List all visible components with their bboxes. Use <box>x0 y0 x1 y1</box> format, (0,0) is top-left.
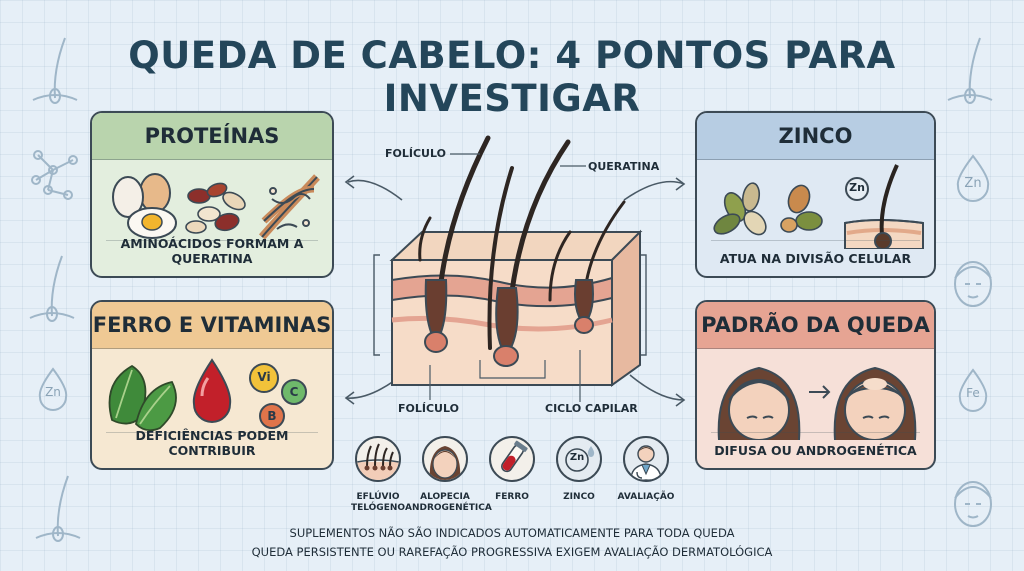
iron-drop-icon: Fe <box>950 366 996 412</box>
hair-follicle-icon <box>35 475 81 542</box>
beans-icon <box>185 182 246 234</box>
hair-follicle-icon <box>32 37 78 104</box>
icon-label: AVALIAÇÃO <box>617 492 675 502</box>
hair-follicle-icon <box>947 37 993 104</box>
card-caption: DIFUSA OU ANDROGENÉTICA <box>714 443 917 458</box>
label-queratina: QUERATINA <box>588 160 660 173</box>
diffuse-hair-loss-head-icon <box>717 366 801 441</box>
card-title: FERRO E VITAMINAS <box>92 302 332 349</box>
card-proteinas: PROTEÍNAS <box>90 111 334 278</box>
zinc-drop-icon: Zn <box>948 152 998 202</box>
doctor-icon <box>623 436 669 482</box>
keratin-strand-icon <box>258 174 320 240</box>
androgenetic-hair-loss-head-icon <box>833 366 917 441</box>
card-illustration: Zn <box>697 159 934 250</box>
arrow-right-icon <box>809 385 831 399</box>
blood-test-tube-icon <box>489 436 535 482</box>
page-title: QUEDA DE CABELO: 4 PONTOS PARA INVESTIGA… <box>128 34 896 120</box>
legumes-icon <box>780 184 823 233</box>
label-foliculo-bottom: FOLÍCULO <box>398 402 459 415</box>
vitamin-label: Vi <box>257 370 271 384</box>
card-illustration <box>697 348 934 441</box>
card-caption: ATUA NA DIVISÃO CELULAR <box>719 251 912 266</box>
vitamin-badges-icon <box>249 363 307 429</box>
eggs-icon <box>112 173 177 239</box>
card-caption: DEFICIÊNCIAS PODEM CONTRIBUIR <box>135 428 289 458</box>
telogen-effluvium-icon <box>355 436 401 482</box>
card-caption: AMINOÁCIDOS FORMAM A QUERATINA <box>120 236 304 266</box>
card-padrao-queda: PADRÃO DA QUEDA DIFUSA OU ANDROGENÉTICA <box>695 300 936 470</box>
spinach-icon <box>108 364 177 432</box>
androgenetic-alopecia-icon <box>422 436 468 482</box>
card-title: ZINCO <box>697 113 934 160</box>
footer-note-1: SUPLEMENTOS NÃO SÃO INDICADOS AUTOMATICA… <box>289 526 735 540</box>
icon-label: FERRO <box>495 492 529 502</box>
card-illustration <box>92 159 332 244</box>
footer-note-2: QUEDA PERSISTENTE OU RAREFAÇÃO PROGRESSI… <box>251 545 773 559</box>
zinc-element-icon: Zn <box>556 436 602 482</box>
card-title: PROTEÍNAS <box>92 113 332 160</box>
card-title: PADRÃO DA QUEDA <box>697 302 934 349</box>
follicle-bulbs <box>424 279 594 367</box>
card-zinco: ZINCO Zn <box>695 111 936 278</box>
zinc-element-icon <box>845 177 869 201</box>
blood-drop-icon <box>192 358 232 423</box>
vitamin-label: B <box>267 409 277 423</box>
molecule-icon <box>31 150 78 200</box>
vitamin-label: C <box>289 385 299 399</box>
hair-follicle-diagram <box>344 135 686 407</box>
face-icon <box>954 261 992 307</box>
card-illustration: Vi C B <box>92 348 332 436</box>
zinc-drop-icon: Zn <box>30 365 76 411</box>
zinc-badge: Zn <box>849 181 865 194</box>
card-ferro-vitaminas: FERRO E VITAMINAS Vi C B DEFICIÊNCIAS PO… <box>90 300 334 470</box>
label-foliculo-top: FOLÍCULO <box>385 147 446 160</box>
icon-label: ZINCO <box>563 492 595 502</box>
hair-follicle-icon <box>844 164 924 250</box>
hair-follicle-icon <box>29 255 75 322</box>
label-ciclo-capilar: CICLO CAPILAR <box>545 402 638 415</box>
seeds-icon <box>713 182 767 236</box>
face-icon <box>954 481 992 527</box>
